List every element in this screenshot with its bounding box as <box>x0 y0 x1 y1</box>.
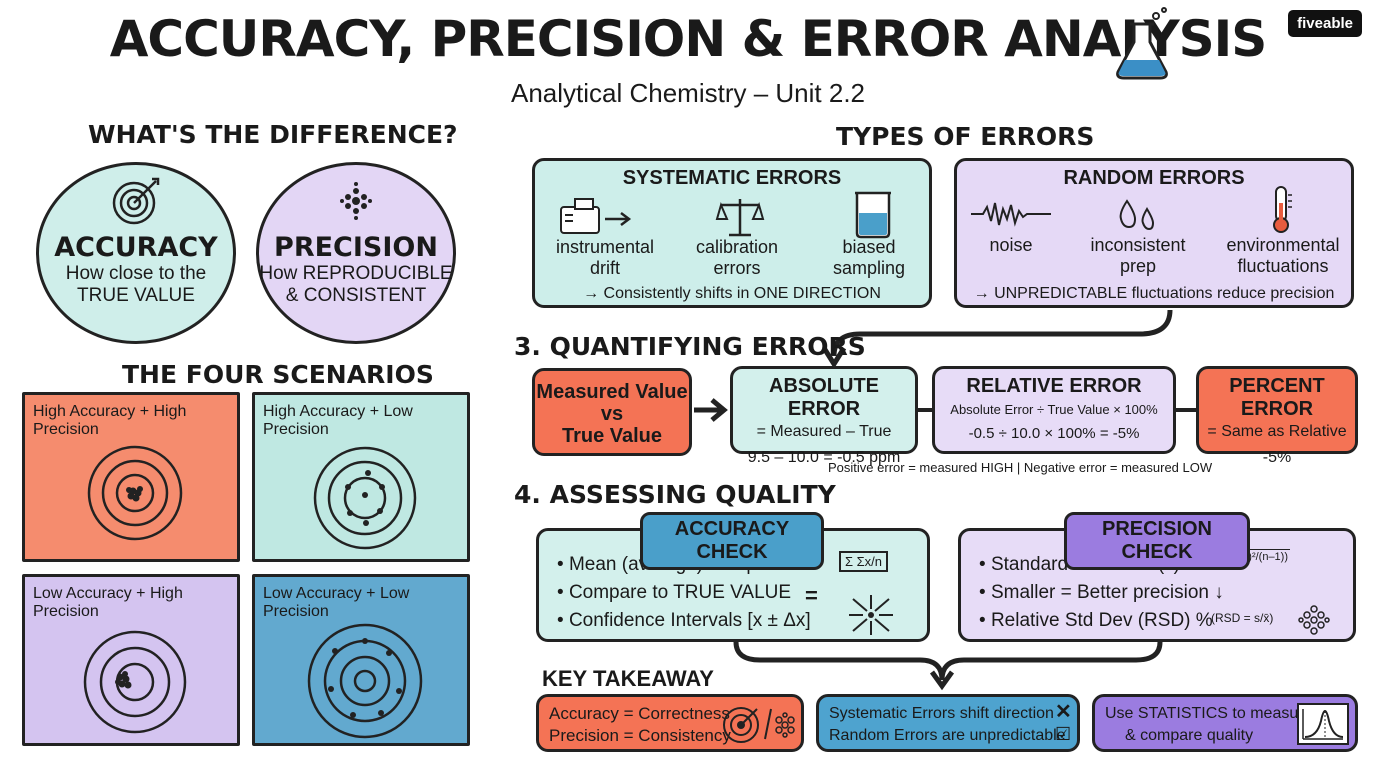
absolute-error-box: ABSOLUTE ERROR = Measured – True 9.5 – 1… <box>730 366 918 466</box>
takeaway-card-correctness: Accuracy = Correctness Precision = Consi… <box>536 694 804 752</box>
page-title: ACCURACY, PRECISION & ERROR ANALYSIS <box>109 10 1268 68</box>
beaker-icon <box>855 191 891 239</box>
takeaway-line: Systematic Errors shift direction <box>829 705 1054 722</box>
relative-error-box: RELATIVE ERROR Absolute Error ÷ True Val… <box>932 366 1176 454</box>
takeaway-line: Precision = Consistency <box>549 726 731 745</box>
scenario-panel-high-low: High Accuracy + Low Precision <box>252 392 470 562</box>
difference-heading: WHAT'S THE DIFFERENCE? <box>88 120 458 149</box>
target-diagram <box>83 630 187 734</box>
percent-error-box: PERCENT ERROR = Same as Relative -5% <box>1196 366 1358 466</box>
instrument-icon <box>560 198 632 234</box>
scenario-label: Low Accuracy + High Precision <box>33 585 183 620</box>
flask-icon <box>1116 7 1168 80</box>
scenario-label: High Accuracy + Low Precision <box>263 403 413 438</box>
target-diagram <box>307 623 423 739</box>
target-diagram <box>313 446 417 550</box>
noise-wave-icon <box>971 202 1051 227</box>
flow-arrow <box>821 309 1173 369</box>
x-mark-icon: ✕ <box>1055 701 1072 723</box>
relative-title: RELATIVE ERROR <box>966 375 1142 397</box>
measured-line2: vs <box>600 403 624 425</box>
absolute-example: 9.5 – 10.0 = -0.5 ppm <box>747 449 901 466</box>
precision-line2: & CONSISTENT <box>285 285 427 306</box>
systematic-title: SYSTEMATIC ERRORS <box>622 167 842 189</box>
accuracy-line2: TRUE VALUE <box>77 285 195 306</box>
measured-vs-true-box: Measured Value vs True Value <box>532 368 692 456</box>
relative-example: -0.5 ÷ 10.0 × 100% = -5% <box>968 425 1140 442</box>
checkbox-icon: ☑ <box>1055 724 1072 744</box>
accuracy-bullet: • Confidence Intervals [x ± Δx] <box>557 610 811 631</box>
mean-formula: Σ Σx/n <box>839 551 889 572</box>
precision-bullet: • Smaller = Better precision ↓ <box>979 582 1224 603</box>
page-subtitle: Analytical Chemistry – Unit 2.2 <box>510 78 866 108</box>
random-title: RANDOM ERRORS <box>1063 167 1245 189</box>
balance-icon <box>715 199 765 237</box>
percent-formula: = Same as Relative <box>1207 423 1347 440</box>
accuracy-check-title: ACCURACY CHECK <box>640 512 824 570</box>
equals-icon: = <box>805 583 818 608</box>
takeaway-card-statistics: Use STATISTICS to measure & compare qual… <box>1092 694 1358 752</box>
cluster-icon <box>340 182 372 220</box>
takeaway-heading: KEY TAKEAWAY <box>542 666 714 691</box>
precision-check-title: PRECISION CHECK <box>1064 512 1250 570</box>
scenario-label: Low Accuracy + Low Precision <box>263 585 410 620</box>
merge-arrow <box>733 641 1163 691</box>
types-heading: TYPES OF ERRORS <box>836 122 1095 151</box>
precision-circle: PRECISION How REPRODUCIBLE & CONSISTENT <box>256 162 456 344</box>
takeaway-card-errors: Systematic Errors shift direction Random… <box>816 694 1080 752</box>
absolute-formula: = Measured – True <box>756 423 892 440</box>
accuracy-check-box: • Mean (average) of replicates • Compare… <box>536 528 930 642</box>
scenario-panel-low-low: Low Accuracy + Low Precision <box>252 574 470 746</box>
systematic-note: → Consistently shifts in ONE DIRECTION <box>583 285 881 302</box>
arrow-right-icon <box>694 398 728 422</box>
accuracy-circle: ACCURACY How close to the TRUE VALUE <box>36 162 236 344</box>
measured-line3: True Value <box>561 425 663 447</box>
takeaway-line: Accuracy = Correctness <box>549 704 730 723</box>
bell-curve-icon <box>1297 703 1349 745</box>
sign-note: Positive error = measured HIGH | Negativ… <box>828 460 1213 475</box>
connector <box>1176 408 1196 412</box>
random-note: → UNPREDICTABLE fluctuations reduce prec… <box>973 285 1335 302</box>
precision-line1: How REPRODUCIBLE <box>259 263 453 284</box>
scenario-panel-low-high: Low Accuracy + High Precision <box>22 574 240 746</box>
fiveable-logo: fiveable <box>1288 10 1362 37</box>
target-diagram <box>87 445 183 541</box>
target-icon <box>723 707 795 743</box>
scenario-label: High Accuracy + High Precision <box>33 403 187 438</box>
scenario-panel-high-high: High Accuracy + High Precision <box>22 392 240 562</box>
rsd-formula: (RSD = s/x̄) <box>1211 611 1274 625</box>
relative-formula: Absolute Error ÷ True Value × 100% <box>950 402 1158 417</box>
random-item: noise <box>989 235 1033 255</box>
quality-heading: 4. ASSESSING QUALITY <box>514 480 836 509</box>
accuracy-bullet: • Compare to TRUE VALUE <box>557 582 792 603</box>
absolute-title: ABSOLUTE ERROR <box>769 375 879 420</box>
target-icon <box>112 177 160 225</box>
percent-example: -5% <box>1262 449 1292 466</box>
takeaway-line: Use STATISTICS to measure <box>1105 705 1313 722</box>
takeaway-line: Random Errors are unpredictable <box>829 727 1066 744</box>
cluster-icon <box>1298 605 1330 635</box>
thermometer-icon <box>1273 186 1292 233</box>
percent-title: PERCENT ERROR <box>1229 375 1325 420</box>
converging-arrows-icon <box>849 595 893 635</box>
scenarios-heading: THE FOUR SCENARIOS <box>122 360 434 389</box>
accuracy-line1: How close to the <box>65 263 207 284</box>
accuracy-title: ACCURACY <box>54 232 218 263</box>
takeaway-line: & compare quality <box>1125 727 1254 744</box>
connector <box>918 408 932 412</box>
droplets-icon <box>1119 199 1155 231</box>
measured-line1: Measured Value <box>536 381 688 403</box>
precision-title: PRECISION <box>274 232 438 263</box>
precision-bullet: • Relative Std Dev (RSD) % <box>979 610 1213 631</box>
quantifying-heading: 3. QUANTIFYING ERRORS <box>514 332 866 361</box>
